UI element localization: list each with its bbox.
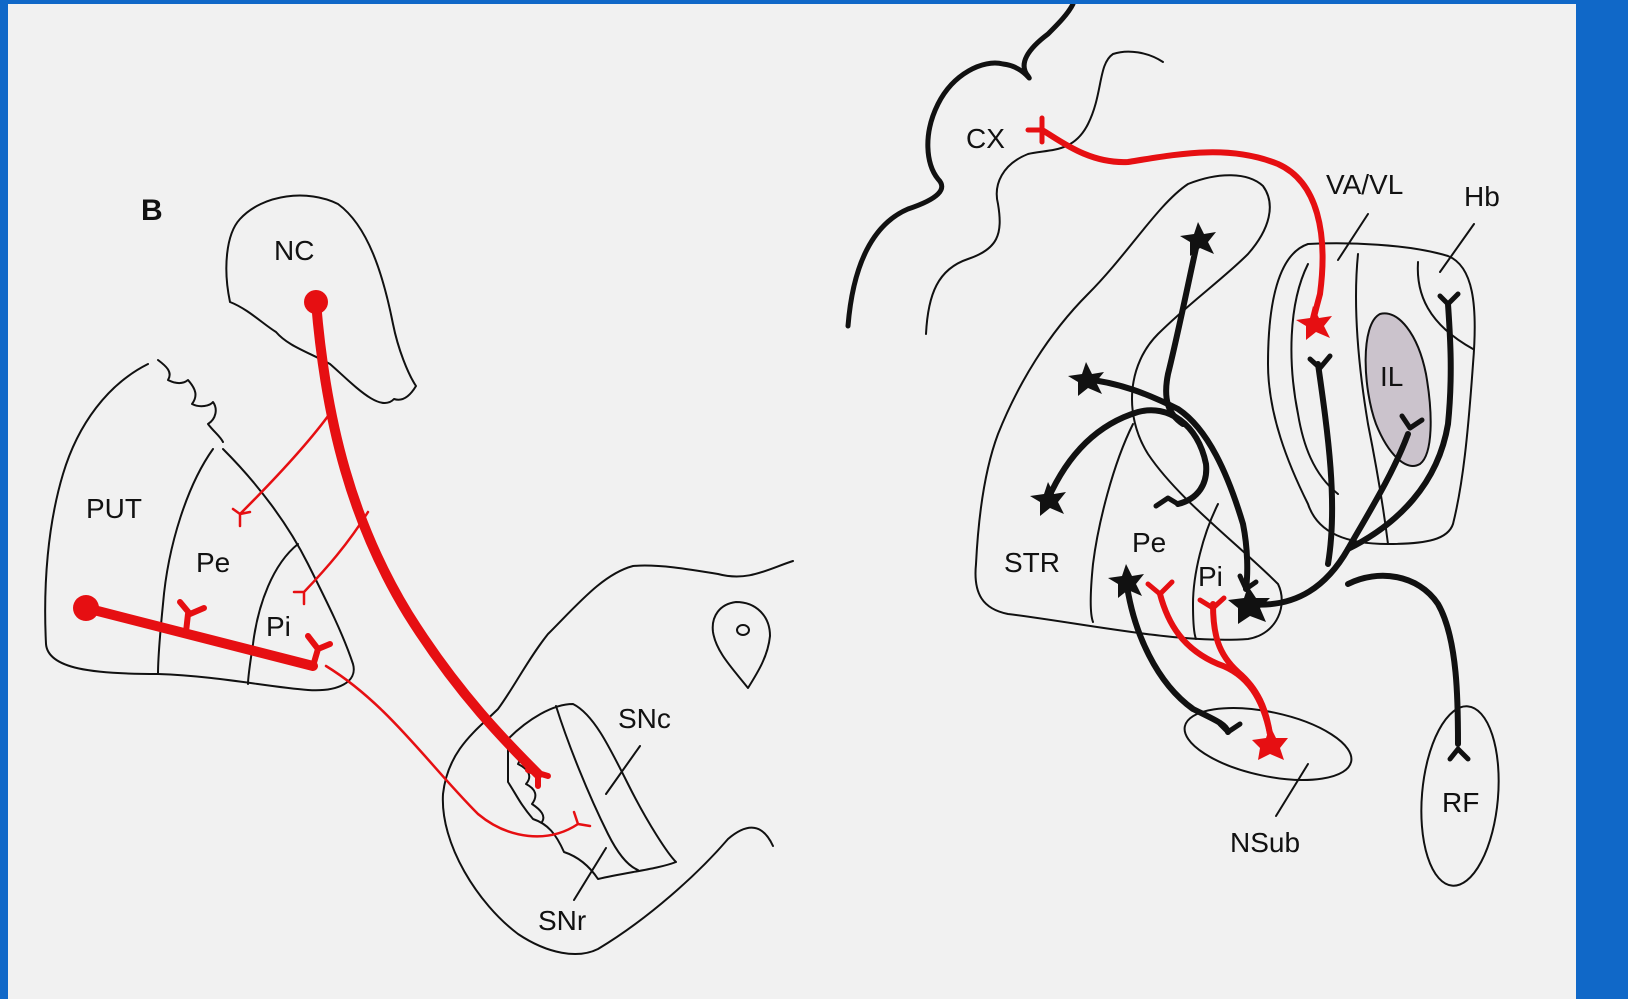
pi-red-pathway (1210, 601, 1273, 737)
put-to-pi-pathway (81, 603, 318, 671)
panel-label: B (141, 194, 163, 227)
star-neuron-pi (1228, 586, 1270, 624)
star-neuron-mid (1068, 362, 1104, 396)
label-cx: CX (966, 123, 1005, 154)
pi-to-snr-pathway (324, 664, 592, 838)
label-nsub: NSub (1230, 827, 1300, 858)
pe-terminal (177, 599, 207, 635)
putamen-outline (44, 359, 355, 692)
basal-ganglia-diagram: B NC PUT Pe Pi SNc SNr (44, 4, 1500, 955)
pi-to-hb-pathway (1345, 301, 1454, 552)
thalamus-inner-boundary (1355, 253, 1389, 545)
nc-to-pe-branch (231, 410, 333, 528)
star-neuron-top (1180, 222, 1216, 256)
il-terminal (1399, 413, 1425, 431)
label-hb: Hb (1464, 181, 1500, 212)
nc-neuron-soma (304, 290, 328, 314)
thalamus-inner-boundary-2 (1416, 261, 1474, 350)
red-star-neuron-nsub (1252, 726, 1288, 760)
red-star-neuron-va (1296, 306, 1332, 340)
pe-red-terminal (1145, 579, 1175, 597)
pe-boundary-right (1089, 423, 1134, 623)
pi-boundary-right (1192, 503, 1219, 640)
label-snr: SNr (538, 905, 586, 936)
nsub-leader-line (1275, 763, 1309, 817)
left-diagram: B NC PUT Pe Pi SNc SNr (44, 194, 794, 955)
label-pe-right: Pe (1132, 527, 1166, 558)
hb-terminal (1437, 291, 1461, 307)
pi-terminal (305, 633, 333, 669)
cx-terminal (1025, 115, 1045, 145)
pe-black-terminal (1153, 495, 1181, 509)
pi-to-rf-pathway (1345, 572, 1461, 747)
snr-terminal (525, 767, 551, 789)
str-star-pathway-top (1163, 236, 1201, 427)
figure-panel: B NC PUT Pe Pi SNc SNr (8, 4, 1576, 999)
label-pe: Pe (196, 547, 230, 578)
va-vl-leader-line (1337, 213, 1369, 261)
nc-to-snr-pathway (311, 297, 543, 779)
pi-black-terminal (1237, 573, 1259, 592)
thalamus-left-boundary (1290, 263, 1339, 495)
snc-snr-boundary (555, 705, 639, 871)
snc-leader-line (605, 745, 641, 795)
striatum-outline (974, 174, 1283, 641)
substantia-nigra-outline (507, 703, 677, 880)
snr-leader-line (573, 847, 607, 901)
midbrain-outline (441, 560, 794, 955)
pe-boundary (157, 448, 214, 675)
cortex-fold-inner (925, 50, 1164, 335)
star-neuron-low (1030, 482, 1066, 516)
label-il: IL (1380, 361, 1403, 392)
label-put: PUT (86, 493, 142, 524)
cx-to-va-pathway (1039, 127, 1326, 325)
label-rf: RF (1442, 787, 1479, 818)
nc-outline (225, 194, 417, 405)
label-pi: Pi (266, 611, 291, 642)
right-diagram: CX VA/VL Hb IL STR Pe Pi NSub RF (845, 4, 1500, 887)
label-pi-right: Pi (1198, 561, 1223, 592)
pi-boundary (247, 543, 299, 685)
nsub-black-terminal (1217, 721, 1243, 735)
rf-terminal (1447, 746, 1471, 762)
va-terminal (1307, 353, 1333, 371)
star-neuron-pe (1108, 564, 1144, 598)
str-star-pathway-mid (1080, 376, 1251, 592)
label-str: STR (1004, 547, 1060, 578)
label-nc: NC (274, 235, 314, 266)
red-nucleus-outline (711, 601, 771, 689)
hb-leader-line (1439, 223, 1475, 273)
label-va-vl: VA/VL (1326, 169, 1403, 200)
put-neuron-soma (73, 595, 99, 621)
nc-to-pi-branch (292, 510, 370, 606)
label-snc: SNc (618, 703, 671, 734)
rf-outline (1420, 705, 1500, 887)
pi-to-va-pathway (1315, 361, 1336, 567)
str-star-pathway-low (1045, 407, 1210, 507)
thalamus-outline (1267, 242, 1476, 545)
nsub-outline (1183, 707, 1353, 781)
small-circle-marker (736, 624, 750, 636)
pi-red-terminal (1197, 595, 1227, 611)
cortex-surface (845, 4, 1076, 329)
